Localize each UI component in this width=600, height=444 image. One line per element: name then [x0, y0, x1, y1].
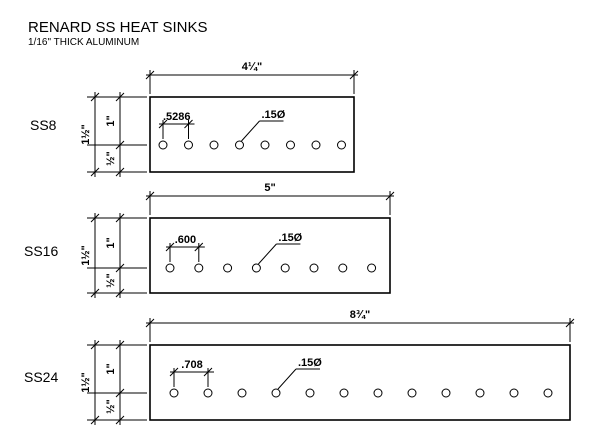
plate-outline — [149, 96, 355, 173]
dimension-tick — [184, 119, 193, 129]
mounting-hole — [203, 388, 213, 398]
dimension-tick — [115, 388, 125, 398]
width-label: 4¼" — [242, 61, 263, 73]
dimension-tick — [115, 213, 125, 223]
pitch-label: .5286 — [163, 111, 191, 123]
diameter-leader-line — [258, 243, 277, 265]
dimension-tick — [115, 92, 125, 102]
dimension-tick — [90, 288, 100, 298]
dimension-tick — [115, 288, 125, 298]
mounting-hole — [235, 140, 244, 150]
hole-offset-label: 1" — [105, 115, 117, 126]
mounting-hole — [286, 140, 295, 150]
dimension-tick — [145, 191, 155, 201]
mounting-hole — [373, 388, 383, 398]
plate-outline — [149, 217, 391, 294]
mounting-hole — [305, 388, 315, 398]
mounting-hole — [407, 388, 417, 398]
heat-sink-ss16: SS16 5" 1½" 1" ½" .600 .15Ø — [24, 182, 395, 298]
drawing-title: RENARD SS HEAT SINKS — [28, 19, 208, 36]
diameter-leader-line — [241, 120, 260, 142]
dimension-tick — [349, 70, 359, 80]
edge-offset-label: ½" — [105, 399, 117, 413]
width-label: 8¾" — [350, 309, 371, 321]
mounting-hole — [260, 140, 270, 150]
height-label: 1½" — [80, 124, 92, 145]
mounting-hole — [223, 263, 233, 273]
mounting-hole — [543, 388, 553, 398]
mounting-hole — [237, 388, 247, 398]
pitch-label: .600 — [175, 234, 196, 246]
mounting-hole — [309, 263, 319, 273]
heat-sink-ss24: SS24 8¾" 1½" 1" ½" .708 .15Ø — [24, 309, 575, 425]
drawing-subtitle: 1/16" THICK ALUMINUM — [28, 37, 139, 48]
plate-outline — [149, 344, 571, 421]
dimension-tick — [145, 318, 155, 328]
mounting-hole — [184, 140, 193, 150]
mounting-hole — [338, 263, 348, 273]
dimension-tick — [90, 340, 100, 350]
dimension-tick — [90, 92, 100, 102]
sink-name: SS24 — [24, 369, 58, 385]
dimension-tick — [115, 140, 125, 150]
dimension-tick — [115, 415, 125, 425]
dimension-tick — [165, 242, 175, 252]
pitch-label: .708 — [181, 359, 202, 371]
mounting-hole — [339, 388, 349, 398]
dimension-tick — [385, 191, 395, 201]
mounting-hole — [165, 263, 175, 273]
height-label: 1½" — [80, 245, 92, 266]
dimension-tick — [565, 318, 575, 328]
mounting-hole — [311, 140, 321, 150]
mounting-hole — [158, 140, 168, 150]
mounting-hole — [280, 263, 290, 273]
dimension-tick — [194, 242, 204, 252]
height-label: 1½" — [80, 372, 92, 393]
edge-offset-label: ½" — [105, 273, 117, 287]
width-label: 5" — [264, 182, 275, 194]
mounting-hole — [509, 388, 519, 398]
edge-offset-label: ½" — [105, 151, 117, 165]
mounting-hole — [169, 388, 179, 398]
hole-offset-label: 1" — [105, 237, 117, 248]
heat-sink-ss8: SS8 4¼" 1½" 1" ½" .5286 .15Ø — [30, 61, 359, 177]
mounting-hole — [209, 140, 219, 150]
dimension-tick — [90, 167, 100, 177]
dimension-tick — [158, 119, 168, 129]
mounting-hole — [367, 263, 377, 273]
dimension-tick — [90, 415, 100, 425]
dimension-tick — [115, 167, 125, 177]
hole-diameter-label: .15Ø — [298, 357, 322, 369]
dimension-tick — [90, 213, 100, 223]
mounting-hole — [475, 388, 485, 398]
hole-diameter-label: .15Ø — [262, 109, 286, 121]
mounting-hole — [194, 263, 204, 273]
dimension-tick — [115, 340, 125, 350]
dimension-tick — [203, 367, 213, 377]
mounting-hole — [271, 388, 281, 398]
mounting-hole — [251, 263, 261, 273]
sink-name: SS8 — [30, 117, 57, 133]
dimension-tick — [145, 70, 155, 80]
hole-diameter-label: .15Ø — [278, 232, 302, 244]
dimension-tick — [169, 367, 179, 377]
mounting-hole — [441, 388, 451, 398]
diameter-leader-line — [277, 368, 297, 390]
sink-name: SS16 — [24, 243, 58, 259]
mounting-hole — [337, 140, 346, 150]
dimension-tick — [115, 263, 125, 273]
hole-offset-label: 1" — [105, 363, 117, 374]
